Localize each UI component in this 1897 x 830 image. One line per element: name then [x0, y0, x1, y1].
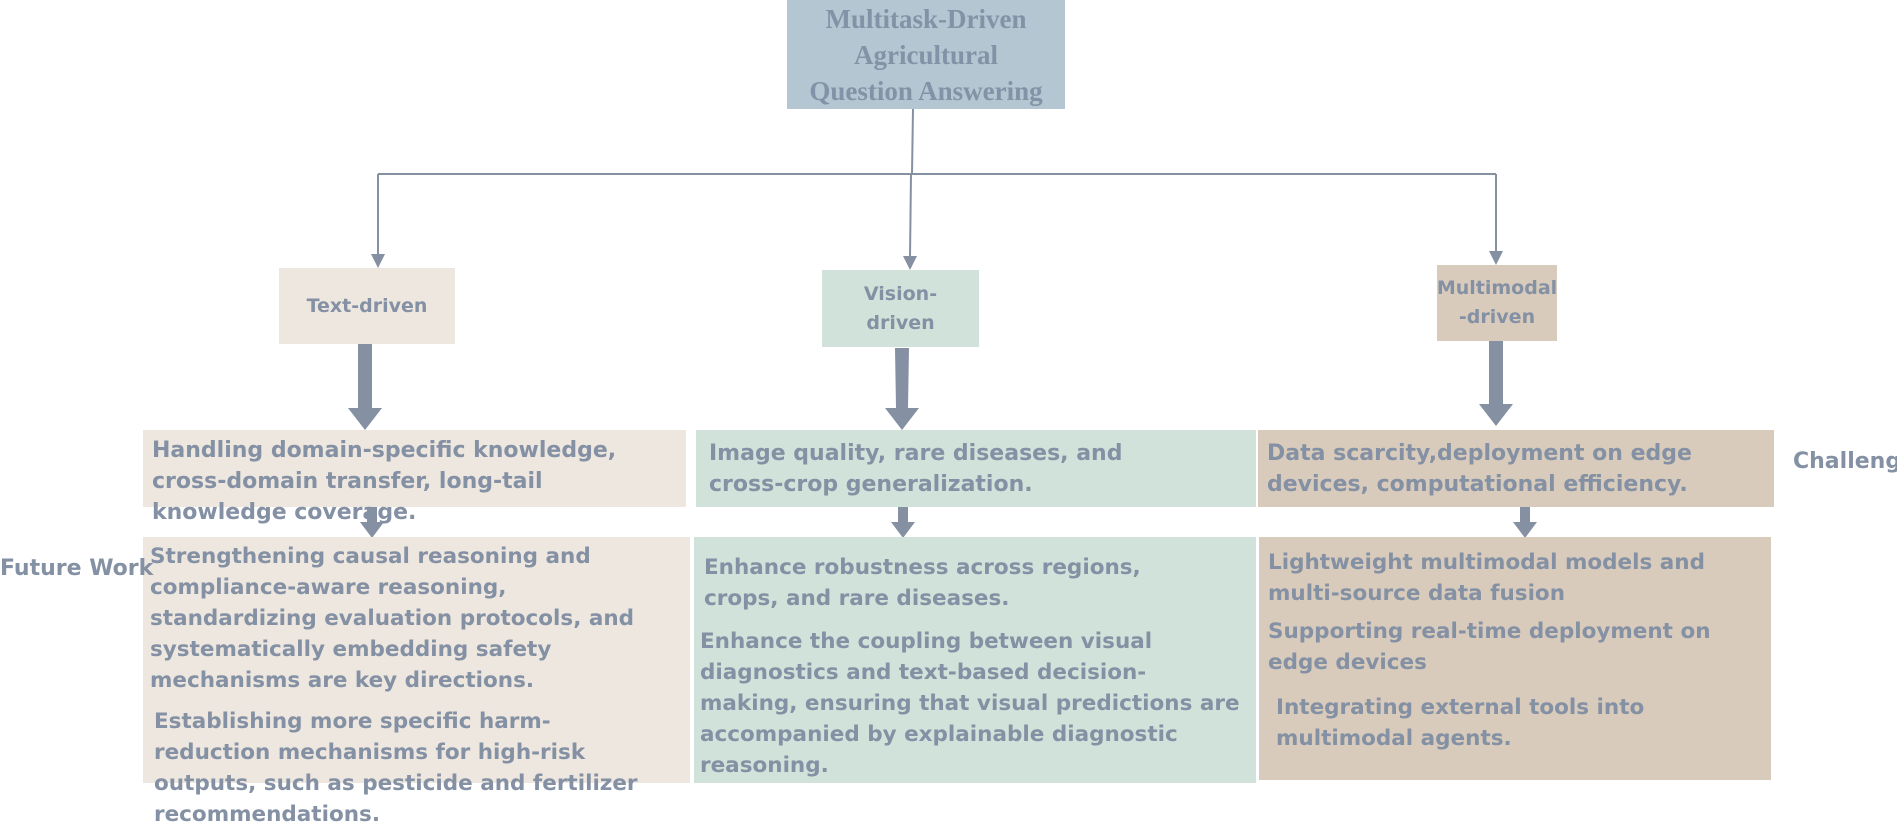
challenge-vision-driven: Image quality, rare diseases, and cross-… [696, 430, 1256, 507]
small-arrow-vision [891, 507, 915, 538]
category-label: Multimodal [1436, 277, 1558, 299]
arrowhead-vision [903, 256, 917, 270]
challenge-text-driven: Handling domain-specific knowledge, cros… [143, 430, 686, 525]
arrowhead-multimodal [1489, 251, 1503, 265]
future-work-item: Integrating external tools into multimod… [1276, 695, 1645, 751]
future-work-text-driven: Strengthening causal reasoning and compl… [143, 537, 690, 827]
future-work-vision-driven: Enhance robustness across regions, crops… [694, 537, 1256, 783]
small-arrow-text [360, 507, 384, 538]
future-work-item: Lightweight multimodal models and multi-… [1268, 550, 1705, 606]
challenge-text: Data scarcity,deployment on edge devices… [1267, 441, 1692, 497]
thick-arrow-multimodal [1479, 341, 1513, 426]
future-work-item: Enhance robustness across regions, crops… [704, 555, 1141, 611]
small-arrows [360, 507, 1537, 538]
challenge-side-label: Challenge [1793, 449, 1897, 474]
thick-arrow-text [348, 343, 382, 430]
challenge-text: Handling domain-specific knowledge, cros… [152, 438, 617, 525]
root-line: Agricultural [854, 39, 998, 70]
root-line: Multitask-Driven [825, 3, 1027, 34]
future-work-multimodal-driven: Lightweight multimodal models and multi-… [1259, 537, 1771, 780]
future-work-item: Enhance the coupling between visual diag… [700, 629, 1240, 778]
category-vision-driven: Vision- driven [822, 270, 979, 347]
future-work-side-label: Future Work [0, 556, 154, 581]
thick-arrows [348, 341, 1513, 430]
challenge-multimodal-driven: Data scarcity,deployment on edge devices… [1258, 430, 1774, 507]
category-label: -driven [1458, 306, 1536, 328]
small-arrow-multimodal [1513, 507, 1537, 538]
challenge-text: Image quality, rare diseases, and cross-… [709, 441, 1123, 497]
connectors [348, 108, 1537, 538]
future-work-item: Strengthening causal reasoning and compl… [150, 544, 635, 693]
tree-arrowheads [371, 251, 1503, 270]
category-text-driven: Text-driven [279, 268, 455, 344]
root-line: Question Answering [809, 75, 1043, 106]
future-work-item: Establishing more specific harm-reductio… [154, 709, 638, 827]
thick-arrow-vision [885, 348, 919, 430]
future-work-item: Supporting real-time deployment on edge … [1268, 619, 1711, 675]
category-label: driven [866, 311, 935, 334]
category-label: Vision- [863, 282, 938, 305]
category-multimodal-driven: Multimodal -driven [1437, 265, 1557, 341]
root-stem [911, 108, 914, 175]
tree-lines [377, 108, 1497, 259]
root-node: Multitask-Driven Agricultural Question A… [787, 0, 1065, 109]
category-label: Text-driven [306, 294, 428, 317]
branch-center-drop [909, 173, 912, 259]
arrowhead-text [371, 254, 385, 268]
